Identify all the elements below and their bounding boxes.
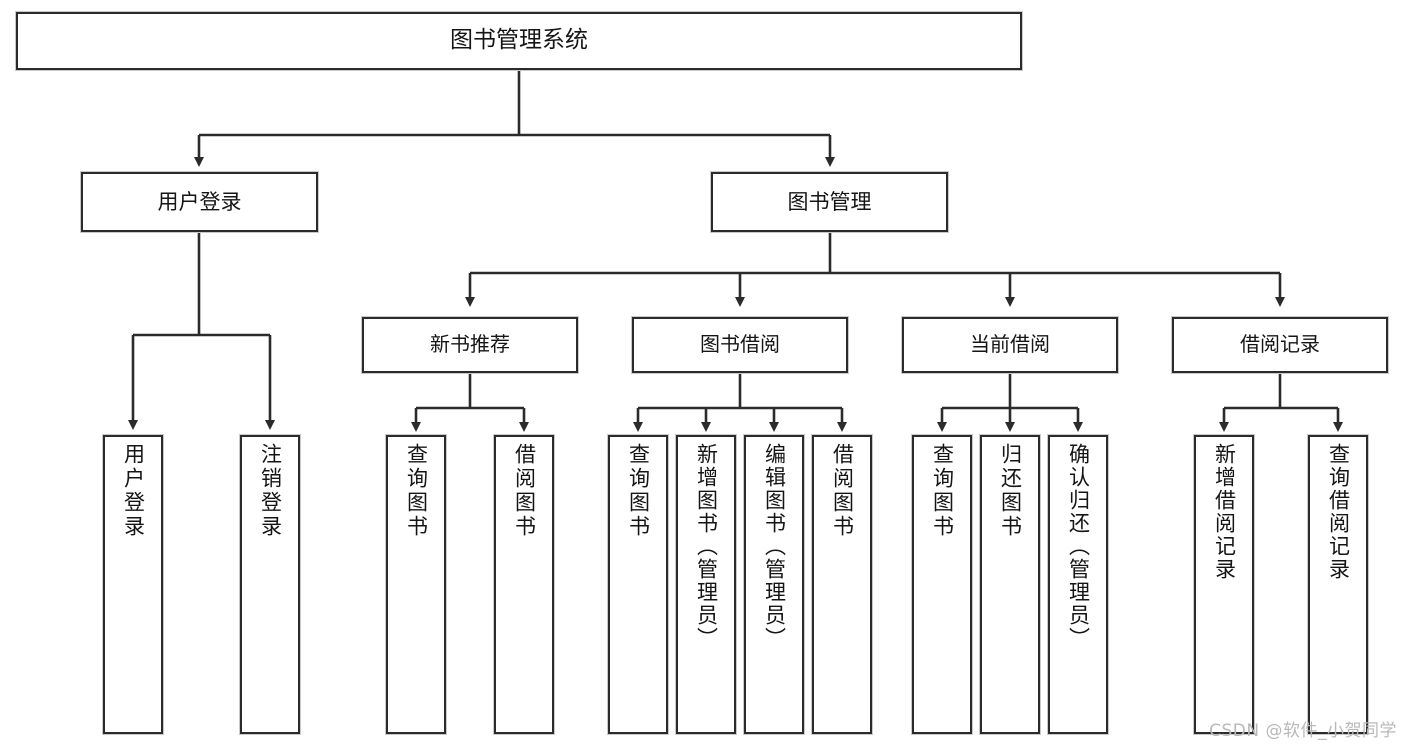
node-label: 编辑图书（管理员） [762, 443, 787, 650]
node-label: 新增借阅记录 [1212, 443, 1237, 581]
node-label: 注销登录 [258, 443, 283, 539]
node-label: 新书推荐 [430, 332, 510, 357]
leaf-query-book-borrow[interactable]: 查询图书 [608, 435, 668, 734]
node-label: 查询图书 [626, 443, 651, 539]
node-label: 图书管理 [787, 189, 872, 214]
node-label: 借阅记录 [1240, 332, 1320, 357]
node-current-borrowing[interactable]: 当前借阅 [902, 317, 1118, 373]
node-book-management[interactable]: 图书管理 [711, 172, 948, 232]
node-root-book-management-system[interactable]: 图书管理系统 [16, 12, 1022, 70]
node-borrowing-records[interactable]: 借阅记录 [1172, 317, 1388, 373]
node-label: 图书管理系统 [450, 27, 588, 54]
leaf-logout[interactable]: 注销登录 [240, 435, 300, 734]
node-label: 用户登录 [157, 189, 242, 214]
node-label: 查询借阅记录 [1326, 443, 1351, 581]
leaf-borrow-book-recommend[interactable]: 借阅图书 [494, 435, 554, 734]
leaf-borrow-book-borrow[interactable]: 借阅图书 [812, 435, 872, 734]
leaf-user-login[interactable]: 用户登录 [103, 435, 163, 734]
node-label: 新增图书（管理员） [694, 443, 719, 650]
node-label: 用户登录 [121, 443, 146, 539]
node-label: 确认归还（管理员） [1066, 443, 1091, 650]
leaf-query-book-recommend[interactable]: 查询图书 [386, 435, 446, 734]
leaf-confirm-return-admin[interactable]: 确认归还（管理员） [1048, 435, 1108, 734]
node-label: 归还图书 [998, 443, 1023, 539]
leaf-query-book-current[interactable]: 查询图书 [912, 435, 972, 734]
leaf-query-borrow-record[interactable]: 查询借阅记录 [1308, 435, 1368, 734]
node-user-login[interactable]: 用户登录 [81, 172, 318, 232]
node-book-borrowing[interactable]: 图书借阅 [632, 317, 848, 373]
leaf-return-book[interactable]: 归还图书 [980, 435, 1040, 734]
node-label: 当前借阅 [970, 332, 1050, 357]
node-label: 图书借阅 [700, 332, 780, 357]
node-label: 查询图书 [404, 443, 429, 539]
leaf-edit-book-admin[interactable]: 编辑图书（管理员） [744, 435, 804, 734]
csdn-watermark: CSDN @软件_小贺同学 [1209, 721, 1397, 741]
node-new-book-recommendation[interactable]: 新书推荐 [362, 317, 578, 373]
node-label: 查询图书 [930, 443, 955, 539]
node-label: 借阅图书 [512, 443, 537, 539]
leaf-add-borrow-record[interactable]: 新增借阅记录 [1194, 435, 1254, 734]
leaf-add-book-admin[interactable]: 新增图书（管理员） [676, 435, 736, 734]
node-label: 借阅图书 [830, 443, 855, 539]
